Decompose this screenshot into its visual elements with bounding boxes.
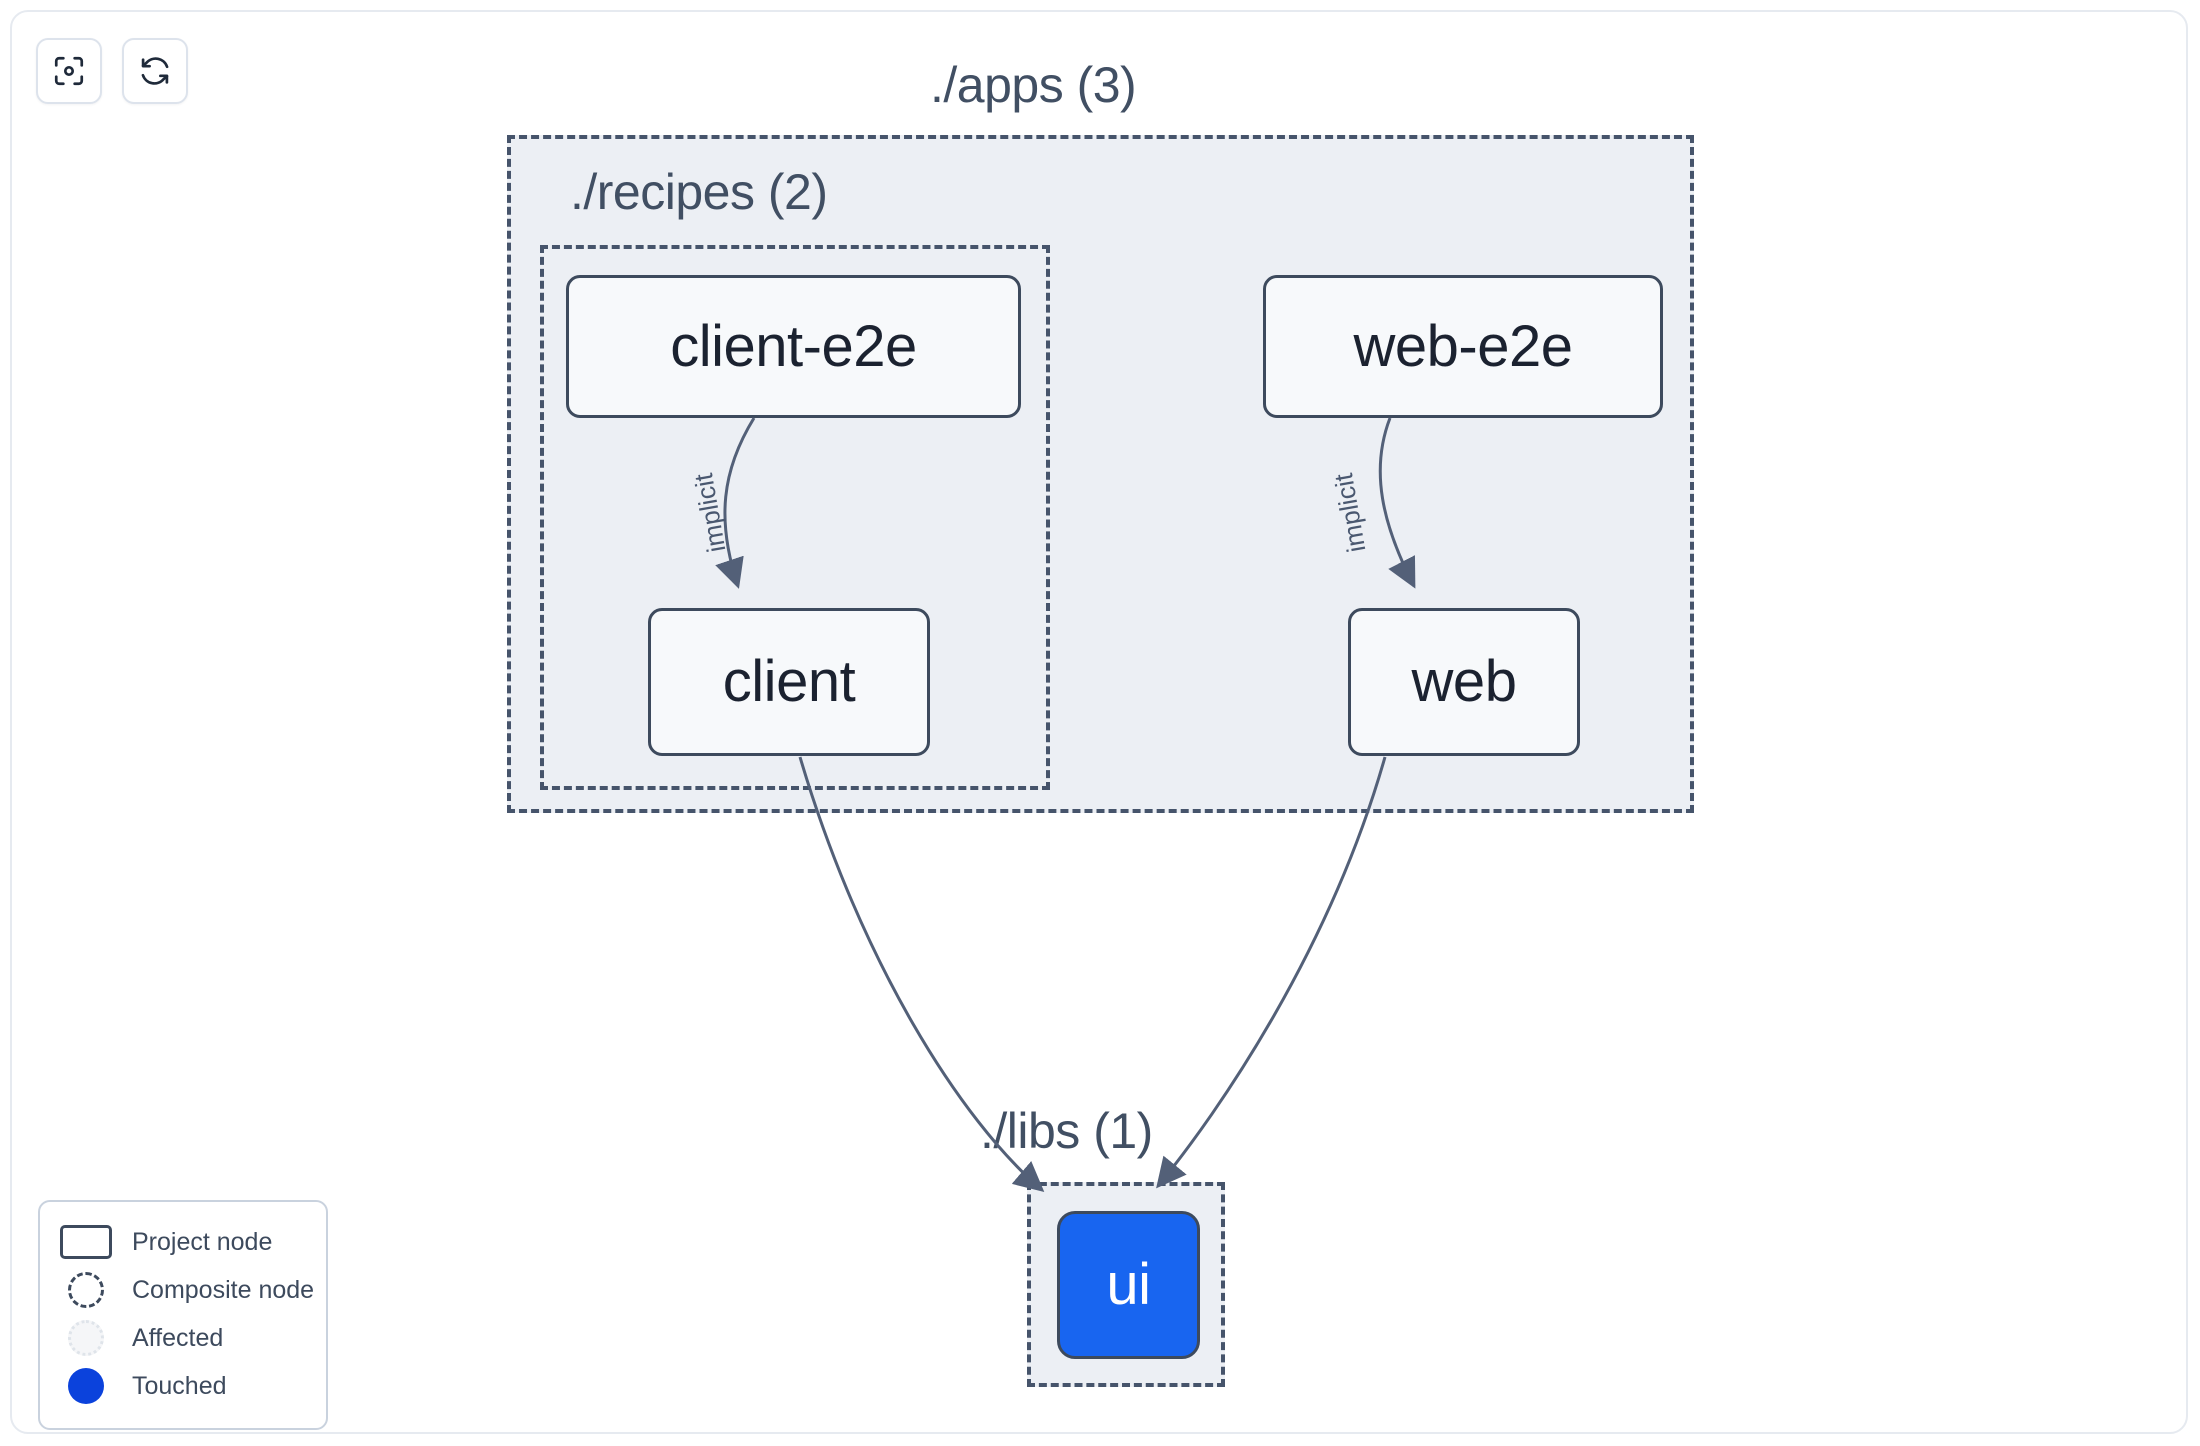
legend-item-project-node: Project node: [58, 1218, 308, 1266]
graph-toolbar: [36, 38, 188, 104]
legend-item-affected: Affected: [58, 1314, 308, 1362]
project-node-label: ui: [1106, 1252, 1151, 1317]
project-node-label: client: [722, 649, 856, 714]
edge-web-to-ui: [1156, 756, 1387, 1189]
project-node-label: web-e2e: [1353, 313, 1573, 379]
graph-legend: Project node Composite node Affected Tou…: [38, 1200, 328, 1430]
project-node-client[interactable]: client: [648, 608, 930, 756]
legend-item-touched: Touched: [58, 1362, 308, 1410]
refresh-graph-button[interactable]: [122, 38, 188, 104]
legend-item-label: Project node: [132, 1227, 273, 1256]
project-node-label: client-e2e: [670, 313, 917, 379]
legend-item-label: Composite node: [132, 1275, 315, 1304]
project-node-web[interactable]: web: [1348, 608, 1580, 756]
group-label-recipes: ./recipes (2): [570, 164, 828, 220]
composite-node-swatch-icon: [58, 1272, 114, 1308]
legend-item-composite-node: Composite node: [58, 1266, 314, 1314]
affected-swatch-icon: [58, 1320, 114, 1356]
group-label-apps: ./apps (3): [930, 57, 1137, 113]
project-node-ui[interactable]: ui: [1057, 1211, 1200, 1359]
legend-item-label: Affected: [132, 1323, 224, 1352]
focus-graph-button[interactable]: [36, 38, 102, 104]
group-label-libs: ./libs (1): [980, 1103, 1153, 1159]
touched-swatch-icon: [58, 1368, 114, 1404]
legend-item-label: Touched: [132, 1371, 227, 1400]
project-node-client-e2e[interactable]: client-e2e: [566, 275, 1021, 418]
focus-scan-icon: [52, 54, 86, 88]
refresh-icon: [138, 54, 172, 88]
project-node-label: web: [1411, 649, 1517, 714]
project-node-web-e2e[interactable]: web-e2e: [1263, 275, 1663, 418]
project-node-swatch-icon: [58, 1224, 114, 1260]
